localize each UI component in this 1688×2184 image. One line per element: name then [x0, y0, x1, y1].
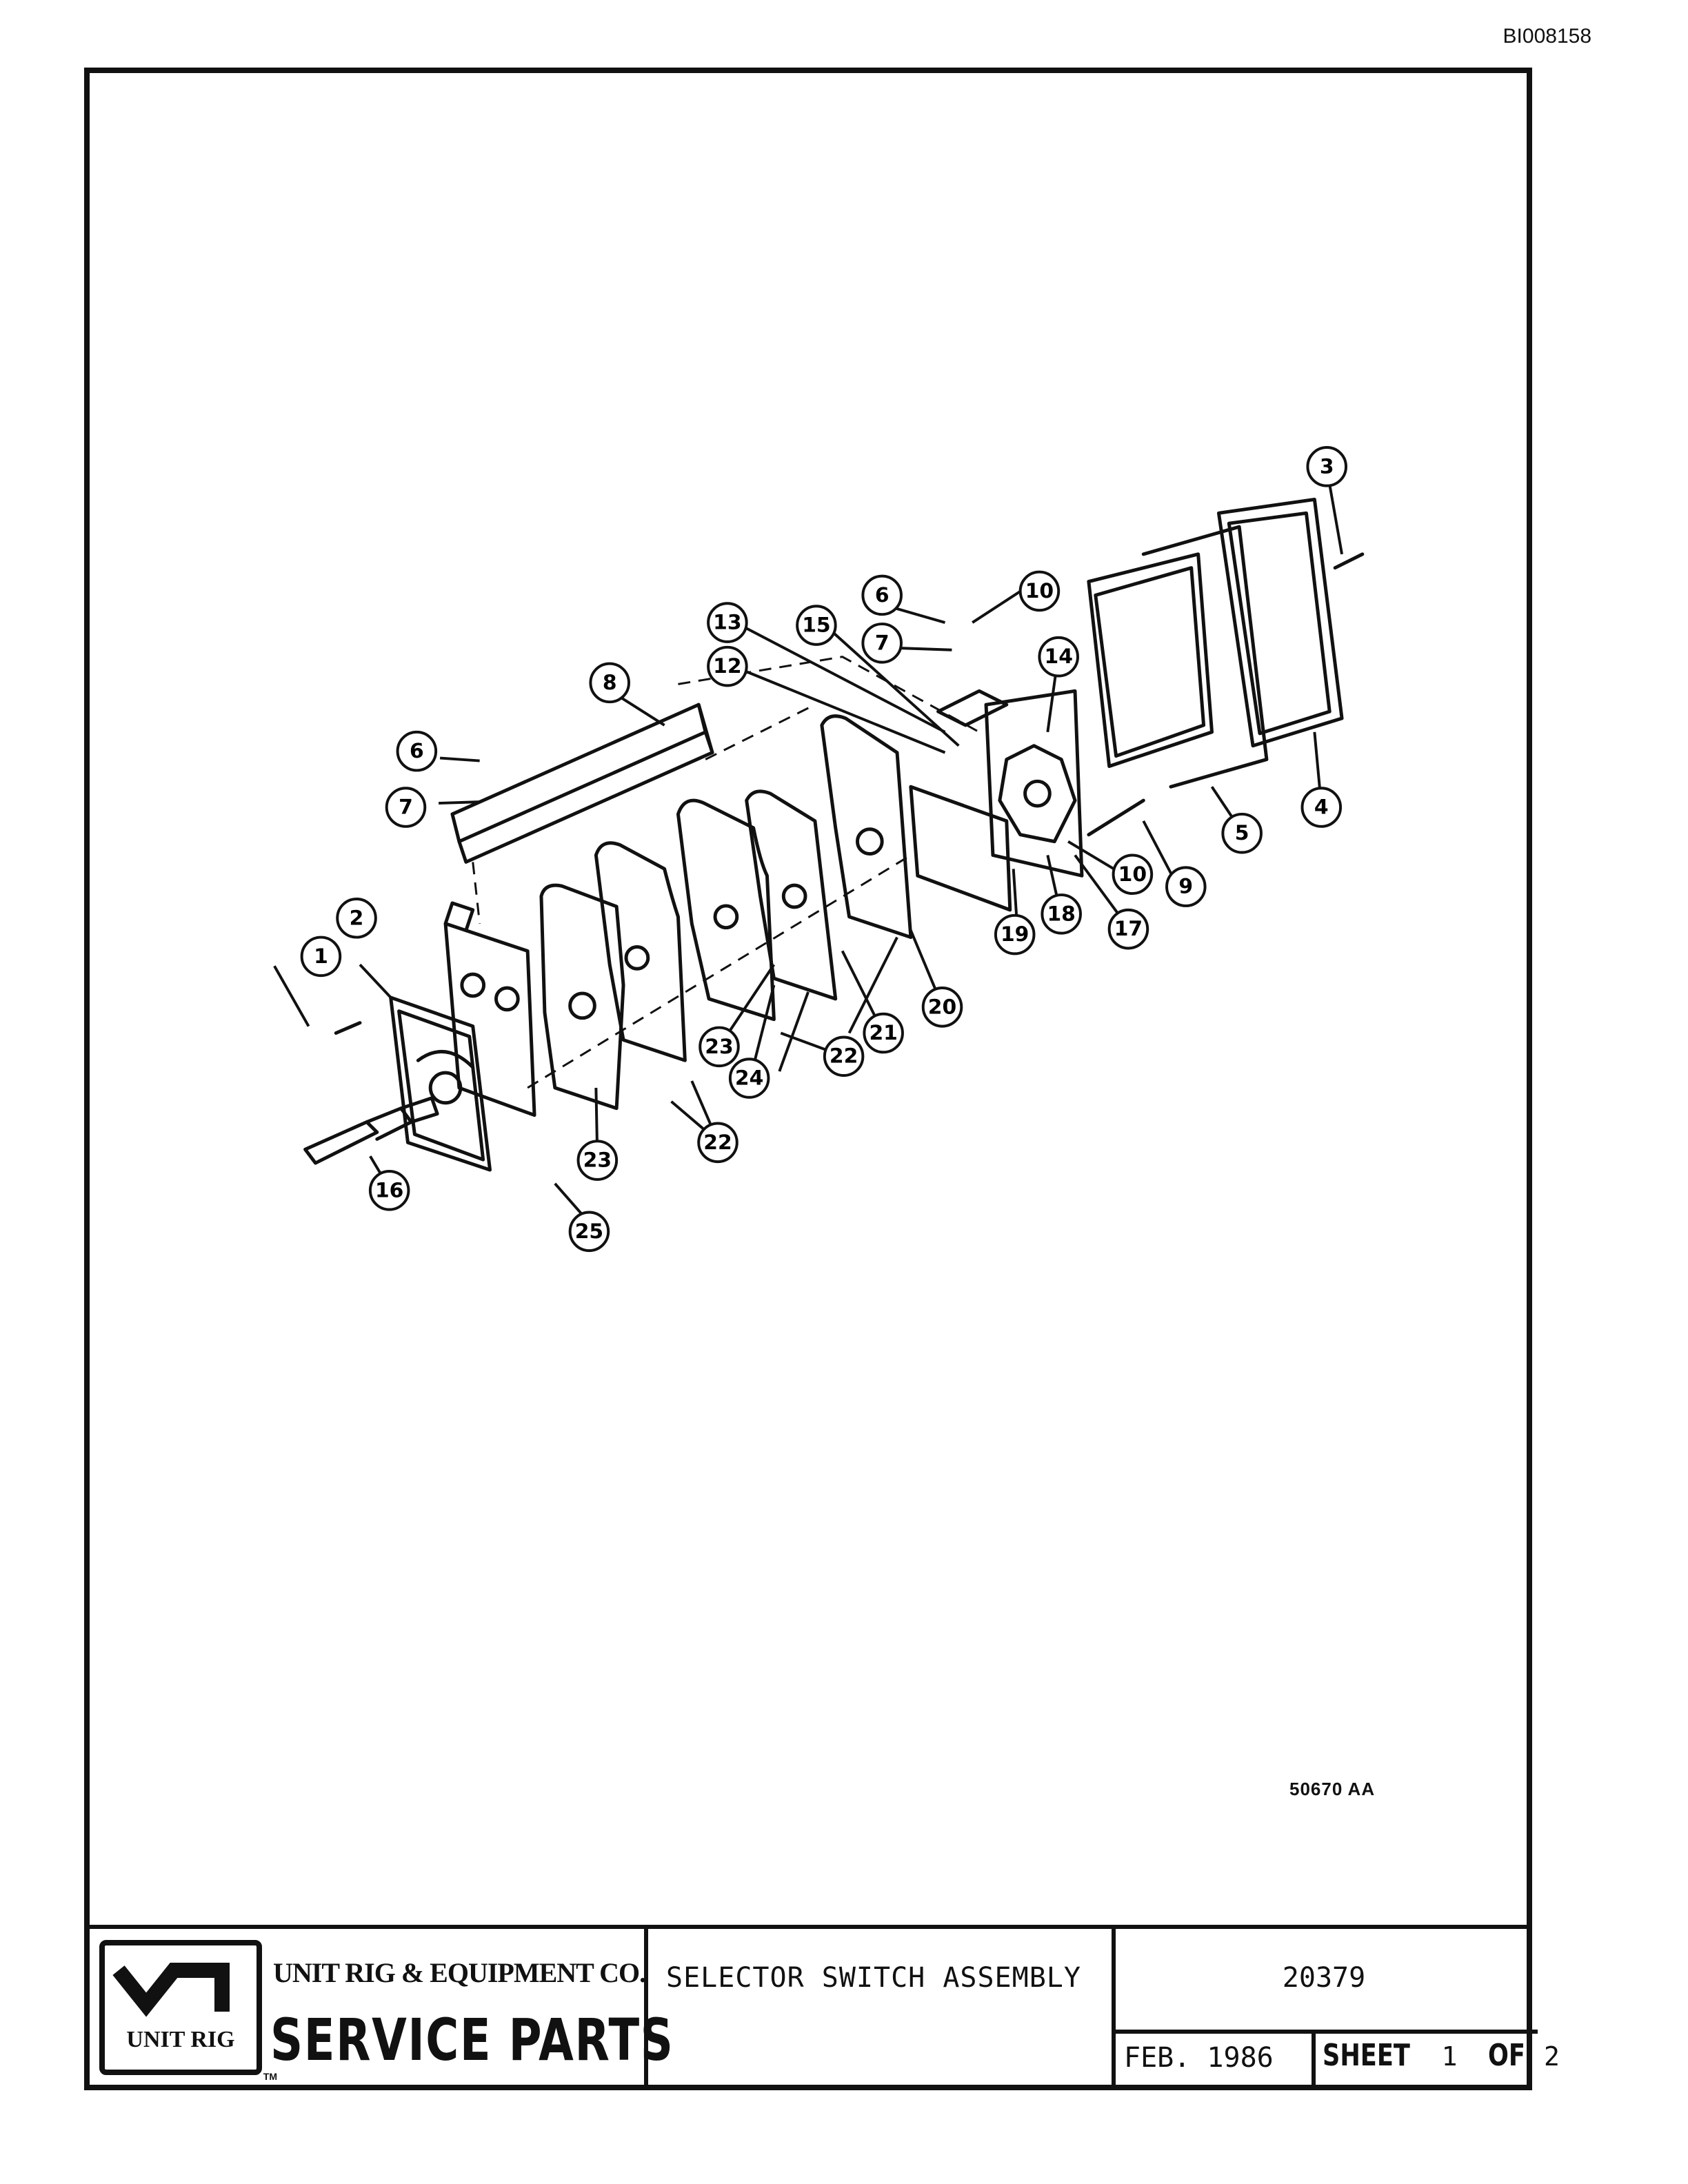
- sheet-total: 2: [1544, 2041, 1560, 2072]
- divider: [644, 1929, 648, 2085]
- callout-15: 15: [802, 614, 830, 638]
- sheet-info: SHEET 1 OF 2: [1323, 2038, 1560, 2073]
- callout-18: 18: [1047, 902, 1075, 926]
- document-id: BI008158: [1503, 25, 1591, 48]
- long-screw: [1087, 798, 1145, 837]
- callout-3: 3: [1320, 454, 1334, 478]
- sheet-number: 1: [1441, 2041, 1458, 2072]
- gasket: [1216, 497, 1344, 748]
- callout-10a: 10: [1118, 862, 1147, 887]
- detent-assembly: [936, 689, 1084, 878]
- contact-plate-4: [745, 789, 838, 1001]
- callout-9: 9: [1178, 875, 1193, 899]
- callout-22a: 22: [830, 1044, 858, 1069]
- contact-plate-1: [539, 883, 625, 1111]
- figure-code: 50670 AA: [1289, 1779, 1376, 1799]
- callout-19: 19: [1001, 922, 1029, 947]
- callout-7b: 7: [875, 631, 890, 655]
- contact-plate-3: [676, 798, 776, 1022]
- rear-plate: [909, 785, 1012, 912]
- contact-plate-5: [820, 714, 913, 940]
- callout-22b: 22: [703, 1131, 732, 1155]
- cover-frame: [1087, 525, 1269, 789]
- part-number: 20379: [1282, 1962, 1366, 1994]
- divider: [1112, 2030, 1538, 2034]
- terminal-block: [450, 702, 714, 864]
- callout-12: 12: [713, 654, 741, 678]
- contact-plate-2: [594, 841, 687, 1062]
- callout-bubbles: [300, 446, 1347, 1253]
- logo-text: UNIT RIG: [126, 2027, 235, 2052]
- callout-16: 16: [375, 1178, 403, 1202]
- alignment-lines: [472, 656, 980, 1089]
- callout-6b: 6: [875, 583, 890, 607]
- callout-7a: 7: [399, 796, 413, 820]
- callout-6a: 6: [410, 739, 424, 763]
- callout-24: 24: [735, 1066, 763, 1091]
- callout-labels: 1 2 3 4 5 6 6 7 7 8 9 10 10 12 13 14 15 …: [314, 454, 1334, 1243]
- of-label: OF: [1487, 2038, 1525, 2073]
- drawing-frame: 1 2 3 4 5 6 6 7 7 8 9 10 10 12 13 14 15 …: [84, 68, 1560, 2090]
- issue-date: FEB. 1986: [1124, 2042, 1274, 2074]
- sheet-label: SHEET: [1323, 2038, 1410, 2073]
- divider: [1112, 1929, 1116, 2085]
- callout-23a: 23: [705, 1035, 733, 1059]
- divider: [1312, 2030, 1316, 2089]
- mounting-plate: [389, 995, 492, 1172]
- cover-screw: [1333, 552, 1365, 570]
- callout-13: 13: [713, 611, 741, 635]
- callout-5: 5: [1235, 821, 1249, 845]
- callout-23b: 23: [583, 1149, 612, 1173]
- callout-4: 4: [1314, 796, 1329, 820]
- contact-holder: [443, 901, 536, 1118]
- service-parts-heading: SERVICE PARTS: [270, 2006, 674, 2074]
- exploded-view-drawing: 1 2 3 4 5 6 6 7 7 8 9 10 10 12 13 14 15 …: [273, 446, 1365, 1253]
- drawing-title: SELECTOR SWITCH ASSEMBLY: [666, 1962, 1081, 1994]
- title-block: UNIT RIG TM UNIT RIG & EQUIPMENT CO. SER…: [90, 1925, 1560, 2089]
- callout-1: 1: [314, 944, 328, 969]
- callout-17: 17: [1114, 917, 1143, 941]
- callout-14: 14: [1044, 645, 1072, 669]
- shaft-part: [303, 1096, 439, 1165]
- callout-21: 21: [869, 1021, 897, 1045]
- trademark-mark: TM: [263, 2071, 277, 2082]
- callout-8: 8: [603, 671, 617, 695]
- unit-rig-logo: UNIT RIG TM: [99, 1940, 277, 2082]
- callout-20: 20: [928, 995, 956, 1019]
- callout-2: 2: [350, 906, 364, 930]
- logo-mark-icon: [112, 1963, 230, 2017]
- screw-part: [334, 1021, 362, 1035]
- callout-25: 25: [575, 1220, 603, 1244]
- company-name: UNIT RIG & EQUIPMENT CO.: [273, 1957, 646, 1988]
- callout-10b: 10: [1025, 579, 1054, 603]
